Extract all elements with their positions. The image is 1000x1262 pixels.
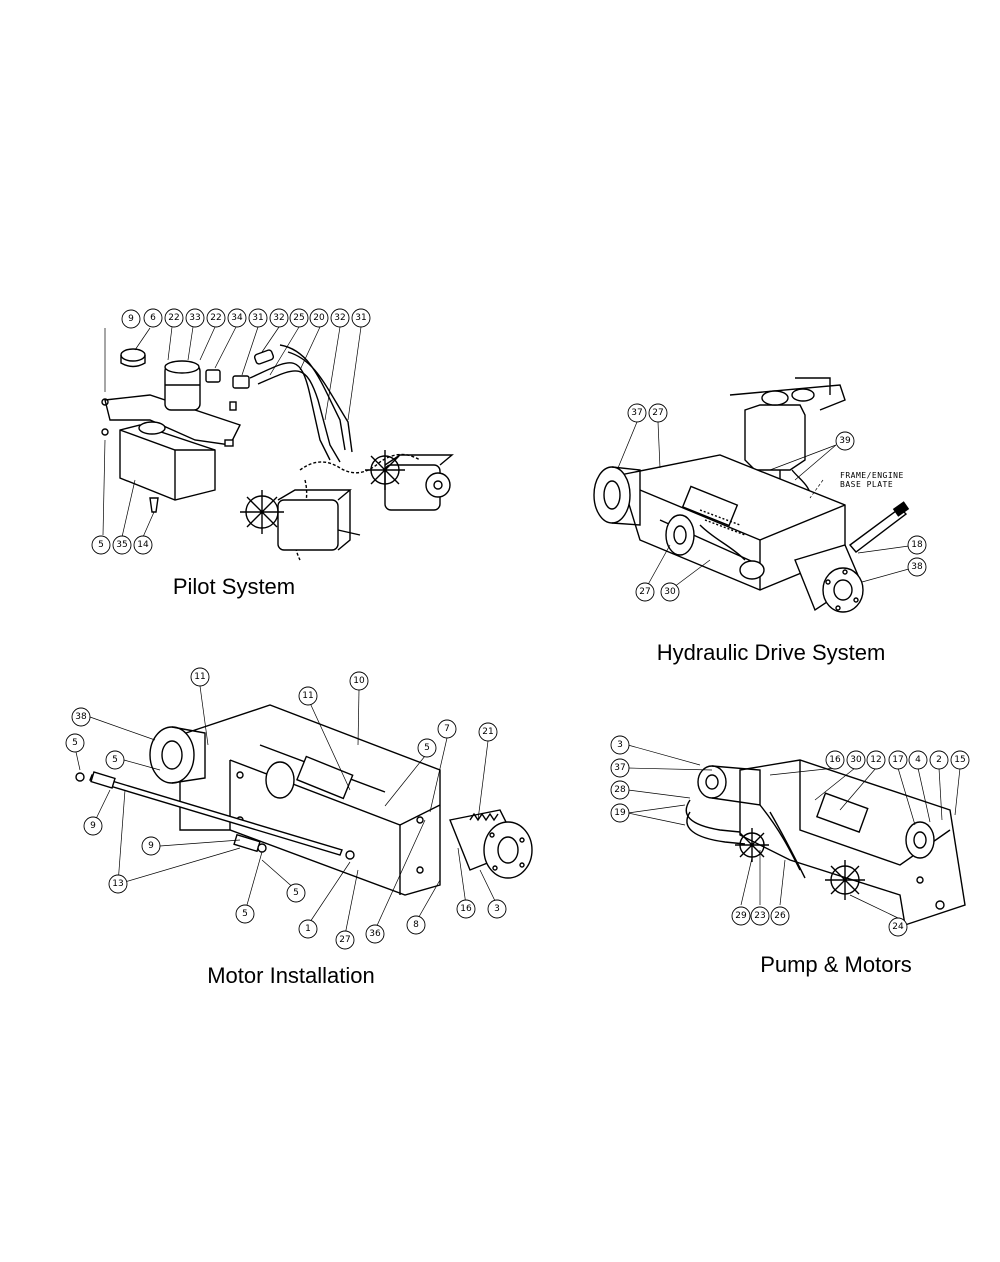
motor-installation-callout: 1: [305, 924, 311, 934]
motor-installation-callout: 16: [460, 904, 472, 914]
hydraulic-callout: 38: [911, 562, 923, 572]
pilot-callout: 22: [168, 313, 179, 323]
motor-left: [149, 726, 206, 784]
motor-installation-callout: 5: [293, 888, 299, 898]
motor-installation-callout: 11: [194, 672, 205, 682]
pilot-callouts: [91, 308, 371, 555]
pilot-callout: 22: [210, 313, 221, 323]
pump-motors-callout: 4: [915, 755, 921, 765]
pilot-callout: 14: [137, 540, 149, 550]
pilot-callout: 6: [150, 313, 156, 323]
motor-installation-callout: 27: [339, 935, 350, 945]
pilot-callout: 5: [98, 540, 104, 550]
pump-motors-callout: 24: [892, 922, 904, 932]
motor-installation-callout: 5: [72, 738, 78, 748]
motor-right: [449, 809, 533, 879]
pilot-system-caption: Pilot System: [173, 574, 295, 599]
hydraulic-motor-right: [794, 544, 864, 613]
pump-motors-callout: 17: [892, 755, 903, 765]
motor-installation-callout: 21: [482, 727, 493, 737]
pump-motors-callout: 19: [614, 808, 626, 818]
hydraulic-callout: 30: [664, 587, 676, 597]
pilot-callout: 35: [116, 540, 127, 550]
hydraulic-motor-left: [593, 466, 641, 526]
motor-installation-caption: Motor Installation: [207, 963, 375, 988]
pump-motors-callout: 15: [954, 755, 965, 765]
hydraulic-callouts: [627, 403, 927, 602]
pump-motors-callout: 16: [829, 755, 841, 765]
motor-installation-callout: 9: [148, 841, 154, 851]
motor-installation-callout: 7: [444, 724, 450, 734]
pilot-callout: 34: [231, 313, 243, 323]
motor-installation-callout: 3: [494, 904, 500, 914]
hydraulic-callout: 27: [639, 587, 650, 597]
pilot-pump-left: [240, 489, 361, 551]
pilot-callout: 20: [313, 313, 325, 323]
pilot-callout: 32: [273, 313, 284, 323]
pump-motors-callouts: [610, 735, 970, 937]
pump-motors-callout: 23: [754, 911, 765, 921]
motor-installation-callout: 11: [302, 691, 313, 701]
pump-motors-callout: 3: [617, 740, 623, 750]
pump-body: [697, 765, 761, 806]
pilot-callout: 33: [189, 313, 200, 323]
pump-motors-callout: 26: [774, 911, 786, 921]
control-rod: [848, 507, 908, 553]
pump-motors-view: [610, 735, 970, 937]
pump-motors-callout: 29: [735, 911, 747, 921]
motor-installation-callouts: [65, 667, 507, 950]
motor-installation-callout: 10: [353, 676, 365, 686]
pilot-callout: 32: [334, 313, 345, 323]
pilot-callout: 25: [293, 313, 304, 323]
pilot-callout: 9: [128, 314, 134, 324]
pump-motors-caption: Pump & Motors: [760, 952, 912, 977]
pilot-cap: [120, 348, 146, 362]
pump-motors-callout: 37: [614, 763, 625, 773]
hydraulic-callout: 37: [631, 408, 642, 418]
motor-installation-callout: 13: [112, 879, 123, 889]
hydraulic-callout: 18: [911, 540, 923, 550]
pilot-harness: [299, 453, 421, 474]
motor-installation-callout: 8: [413, 920, 419, 930]
pump-motors-callout: 2: [936, 755, 942, 765]
hydraulic-callout: 39: [839, 436, 851, 446]
pump-motors-callout: 30: [850, 755, 862, 765]
hydraulic-drive-view: [593, 377, 927, 613]
pump-fan: [825, 860, 865, 900]
pump-motors-callout: 28: [614, 785, 626, 795]
tie-rod: [89, 774, 343, 856]
hydraulic-drive-caption: Hydraulic Drive System: [657, 640, 886, 665]
motor-installation-callout: 38: [75, 712, 87, 722]
motor-installation-callout: 9: [90, 821, 96, 831]
motor-spring: [469, 812, 499, 822]
motor-installation-callout: 36: [369, 929, 381, 939]
pilot-callout: 31: [355, 313, 366, 323]
pilot-system-view: [91, 308, 454, 561]
motor-frame: [179, 704, 441, 896]
motor-installation-callout: 5: [242, 909, 248, 919]
frame-base-plate-note: BASE PLATE: [840, 480, 893, 489]
motor-installation-callout: 5: [112, 755, 118, 765]
motor-installation-callout: 5: [424, 743, 430, 753]
pilot-pump-right: [365, 450, 454, 511]
pump-hoses: [685, 799, 741, 833]
motor-installation-view: [65, 667, 533, 950]
pump-fan: [735, 828, 769, 862]
pilot-callout: 31: [252, 313, 263, 323]
pump-motors-callout: 12: [870, 755, 881, 765]
frame-base-plate-note: FRAME/ENGINE: [840, 471, 904, 480]
hydraulic-callout: 27: [652, 408, 663, 418]
